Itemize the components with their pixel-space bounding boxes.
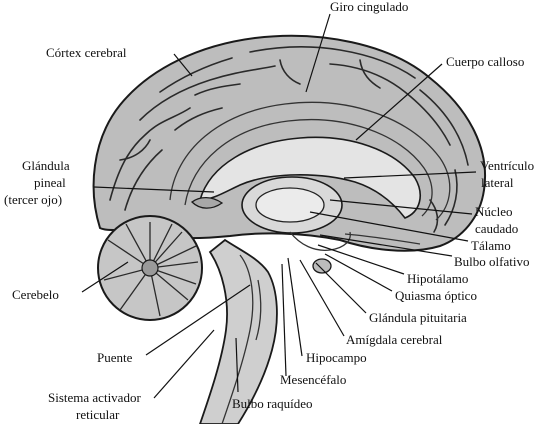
label-glandula-pineal-2: pineal — [34, 175, 66, 190]
label-cuerpo-calloso: Cuerpo calloso — [446, 54, 524, 69]
label-glandula-pineal-1: Glándula — [22, 158, 70, 173]
label-ventriculo-lateral-1: Ventrículo — [480, 158, 534, 173]
label-bulbo-raquideo: Bulbo raquídeo — [232, 396, 313, 411]
label-bulbo-olfativo: Bulbo olfativo — [454, 254, 529, 269]
label-nucleo-caudado-2: caudado — [475, 221, 518, 236]
label-hipotalamo: Hipotálamo — [407, 271, 468, 286]
label-mesencefalo: Mesencéfalo — [280, 372, 346, 387]
cortex-folds — [109, 46, 469, 233]
label-quiasma-optico: Quiasma óptico — [395, 288, 477, 303]
caudate-nucleus — [255, 187, 325, 223]
leader-lines — [81, 13, 477, 399]
cingulate-band — [169, 101, 451, 221]
label-amigdala-cerebral: Amígdala cerebral — [346, 332, 443, 347]
label-nucleo-caudado-1: Núcleo — [475, 204, 513, 219]
brainstem — [199, 238, 278, 424]
brain-illustration — [92, 34, 486, 424]
label-ventriculo-lateral-2: lateral — [481, 175, 514, 190]
pineal-gland — [191, 196, 224, 209]
labels: Giro cingulado Córtex cerebral Cuerpo ca… — [4, 0, 534, 422]
label-talamo: Tálamo — [471, 238, 511, 253]
corpus-callosum — [198, 136, 421, 219]
label-giro-cingulado: Giro cingulado — [330, 0, 408, 14]
olfactory-bulb — [344, 233, 421, 245]
label-sistema-activador-2: reticular — [76, 407, 120, 422]
label-cerebelo: Cerebelo — [12, 287, 59, 302]
pituitary-gland — [312, 258, 332, 274]
label-puente: Puente — [97, 350, 133, 365]
label-glandula-pituitaria: Glándula pituitaria — [369, 310, 467, 325]
label-glandula-pineal-3: (tercer ojo) — [4, 192, 62, 207]
label-sistema-activador-1: Sistema activador — [48, 390, 141, 405]
hypothalamus-region — [289, 231, 351, 251]
label-cortex-cerebral: Córtex cerebral — [46, 45, 127, 60]
label-hipocampo: Hipocampo — [306, 350, 367, 365]
